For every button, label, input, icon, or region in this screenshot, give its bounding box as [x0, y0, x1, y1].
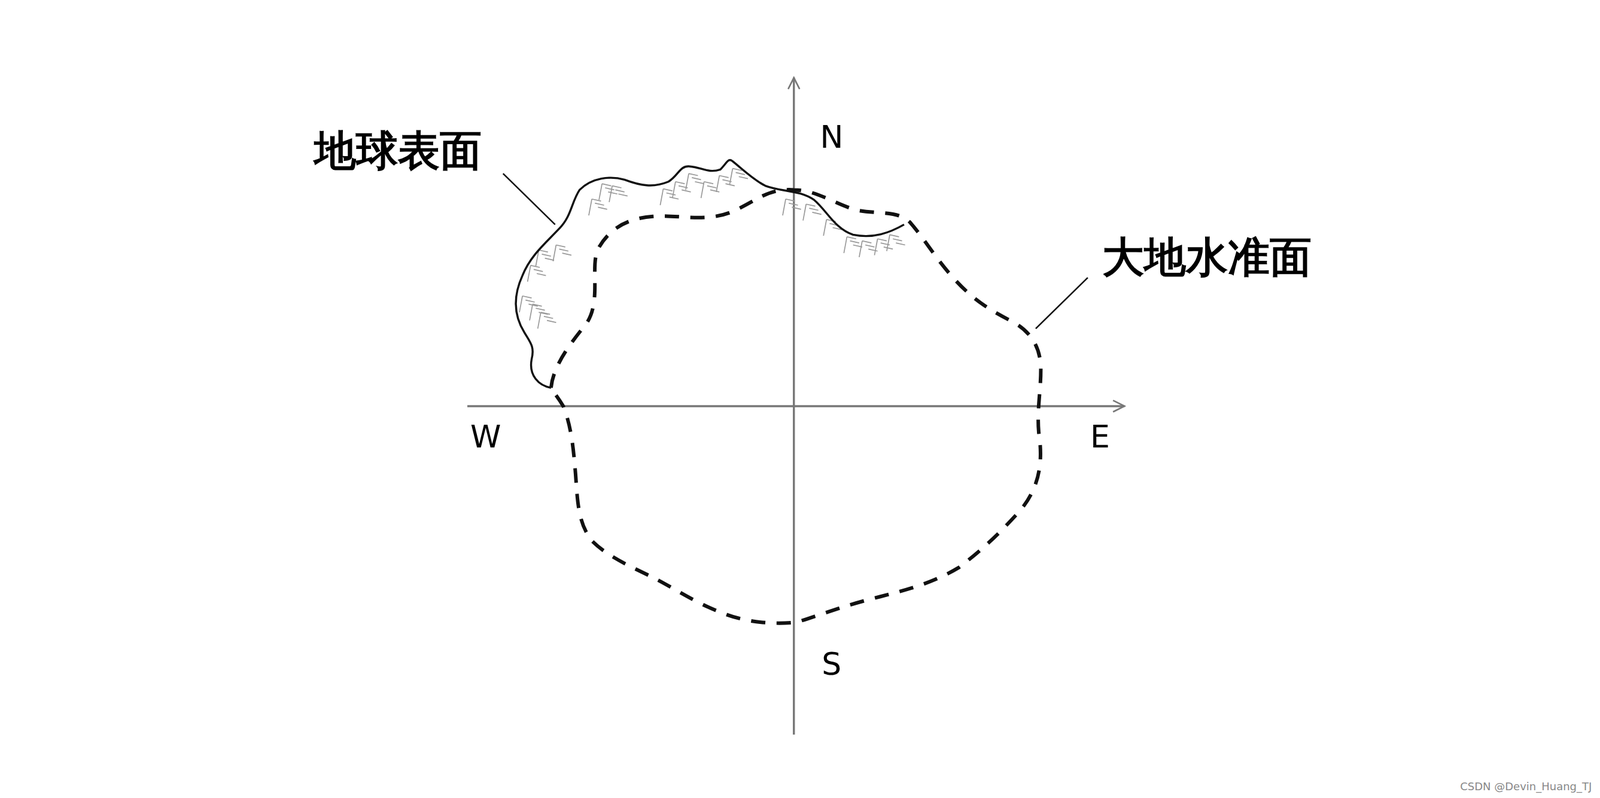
- callout-label: 地球表面: [314, 129, 482, 172]
- hatch-stroke: [538, 250, 548, 252]
- hatch-stroke: [895, 242, 905, 245]
- leader-line: [1035, 277, 1088, 329]
- hatch-stroke: [802, 204, 806, 221]
- hatch-stroke: [701, 181, 705, 199]
- hatch-stroke: [618, 193, 628, 196]
- hatch-stroke: [811, 212, 821, 215]
- hatch-stroke: [808, 208, 818, 211]
- compass-label: N: [819, 121, 844, 153]
- hatch-stroke: [716, 175, 720, 193]
- hatch-stroke: [522, 296, 532, 298]
- hatch-stroke: [601, 183, 611, 186]
- hatch-stroke: [542, 254, 552, 257]
- hatch-stroke: [865, 244, 875, 247]
- hatch-stroke: [843, 236, 847, 254]
- hatch-stroke: [707, 186, 717, 188]
- hatch-stroke: [738, 176, 748, 179]
- hatch-stroke: [719, 175, 729, 178]
- hatch-stroke: [588, 199, 592, 216]
- hatch-stroke: [527, 265, 531, 282]
- east-axis: [467, 405, 1125, 407]
- hatch-stroke: [859, 241, 863, 258]
- hatch-stroke: [519, 296, 523, 313]
- hatch-stroke: [545, 258, 555, 261]
- hatch-stroke: [805, 204, 815, 206]
- geoid-surface: [551, 189, 1042, 624]
- earth-surface: [515, 159, 905, 388]
- compass-label: W: [470, 421, 501, 453]
- hatch-stroke: [788, 203, 798, 206]
- hatch-stroke: [675, 181, 685, 184]
- leader-lines: [503, 173, 1088, 329]
- hatch-stroke: [612, 186, 622, 188]
- hatch-stroke: [892, 238, 902, 241]
- hatch-stroke: [688, 173, 698, 176]
- axes: [467, 77, 1125, 735]
- hatch-stroke: [886, 234, 890, 251]
- hatch-stroke: [536, 273, 546, 276]
- hatch-stroke: [609, 186, 613, 203]
- hatch-stroke: [525, 300, 535, 303]
- hatch-stroke: [533, 269, 543, 272]
- leader-line: [503, 173, 556, 225]
- hatch-stroke: [591, 199, 601, 202]
- hatch-stroke: [559, 248, 569, 251]
- hatch-stroke: [791, 207, 801, 209]
- callout-label: 大地水准面: [1102, 236, 1312, 279]
- hatch-stroke: [669, 196, 679, 199]
- hatch-stroke: [535, 308, 545, 310]
- hatch-stroke: [846, 236, 856, 239]
- hatch-stroke: [537, 312, 541, 329]
- hatch-stroke: [532, 303, 542, 306]
- hatch-stroke: [666, 193, 676, 196]
- hatch-stroke: [691, 177, 701, 180]
- hatch-stroke: [672, 181, 676, 199]
- hatch-stroke: [889, 234, 899, 237]
- hatch-stroke: [662, 189, 672, 191]
- hatch-stroke: [598, 183, 602, 200]
- hatch-stroke: [785, 199, 795, 202]
- hatch-stroke: [562, 253, 572, 255]
- hatch-stroke: [607, 192, 617, 194]
- watermark: CSDN @Devin_Huang_TJ: [1459, 781, 1592, 793]
- hatch-stroke: [685, 173, 689, 190]
- hatch-stroke: [868, 248, 878, 251]
- hatch-stroke: [540, 312, 550, 315]
- hatch-stroke: [594, 203, 604, 206]
- hatch-stroke: [877, 238, 887, 241]
- hatch-stroke: [850, 241, 860, 243]
- hatch-stroke: [659, 189, 663, 206]
- hatch-stroke: [823, 219, 827, 236]
- hatch-stroke: [552, 244, 556, 261]
- hatch-stroke: [694, 181, 704, 184]
- hatch-stroke: [704, 181, 714, 184]
- hatch-stroke: [615, 189, 625, 192]
- hatch-stroke: [597, 207, 607, 209]
- hatch-stroke: [543, 316, 553, 319]
- hatch-stroke: [530, 265, 540, 268]
- hatch-stroke: [710, 189, 720, 192]
- hatch-stroke: [529, 303, 533, 321]
- hatch-stroke: [681, 189, 691, 192]
- hatch-stroke: [735, 172, 745, 175]
- hatch-stroke: [883, 247, 893, 249]
- hatch-stroke: [874, 238, 878, 255]
- hatch-stroke: [546, 320, 556, 323]
- hatch-stroke: [862, 241, 872, 243]
- compass-label: E: [1090, 421, 1110, 453]
- hatch-stroke: [604, 187, 614, 190]
- compass-label: S: [821, 648, 842, 680]
- hatch-stroke: [555, 244, 565, 247]
- hatch-stroke: [782, 199, 786, 216]
- hatch-stroke: [729, 168, 733, 185]
